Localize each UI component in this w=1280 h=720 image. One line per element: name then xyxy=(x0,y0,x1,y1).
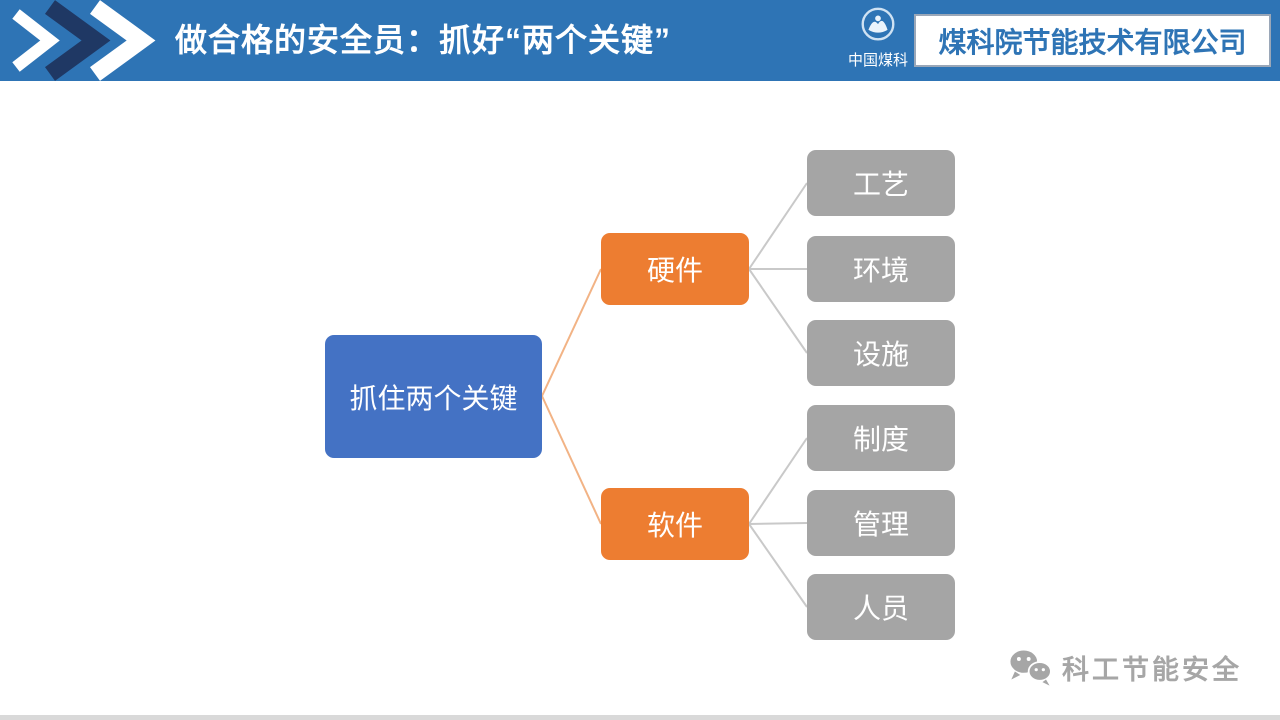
company-logo: 中国煤科 xyxy=(842,5,914,77)
bottom-strip xyxy=(0,715,1280,720)
slide-title: 做合格的安全员：抓好“两个关键” xyxy=(175,22,672,58)
company-name-box: 煤科院节能技术有限公司 xyxy=(914,14,1271,67)
node-leaf-environment: 环境 xyxy=(807,236,955,302)
node-leaf-personnel: 人员 xyxy=(807,574,955,640)
node-leaf-rules: 制度 xyxy=(807,405,955,471)
node-leaf-management: 管理 xyxy=(807,490,955,556)
node-leaf-facilities: 设施 xyxy=(807,320,955,386)
node-root-two-keys: 抓住两个关键 xyxy=(325,335,542,458)
watermark-text: 科工节能安全 xyxy=(1062,654,1242,685)
company-name: 煤科院节能技术有限公司 xyxy=(938,26,1247,58)
wechat-icon xyxy=(1008,648,1052,686)
node-leaf-process: 工艺 xyxy=(807,150,955,216)
coal-group-logo-icon xyxy=(861,7,895,41)
node-branch-software: 软件 xyxy=(601,488,749,560)
header-bar: 做合格的安全员：抓好“两个关键” 中国煤科 煤科院节能技术有限公司 xyxy=(0,0,1280,81)
logo-label: 中国煤科 xyxy=(847,52,908,69)
watermark: 科工节能安全 xyxy=(1006,646,1242,688)
node-branch-hardware: 硬件 xyxy=(601,233,749,305)
chevron-decoration-icon xyxy=(12,0,156,81)
